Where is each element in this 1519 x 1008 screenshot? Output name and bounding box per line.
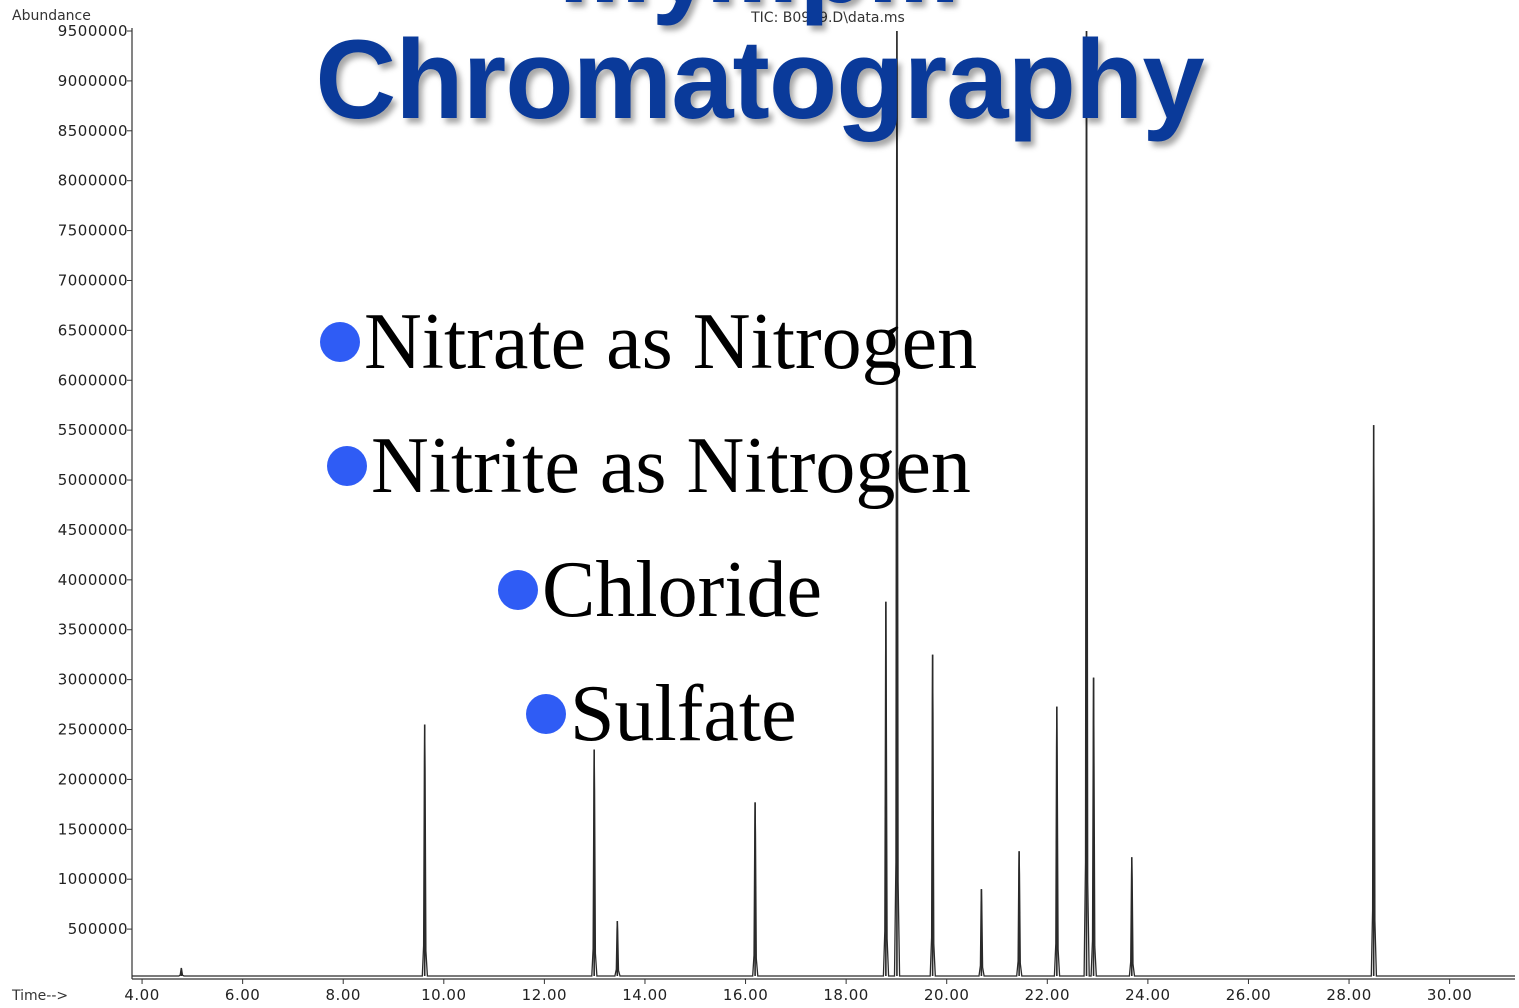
x-ticks: 4.00 6.00 8.00 10.00 12.00 14.00 16.00 18.00 20.…	[124, 979, 1472, 1004]
x-tick-label: 10.00	[421, 986, 466, 1004]
y-axis-label: Abundance	[12, 8, 91, 24]
x-tick-label: 16.00	[723, 986, 768, 1004]
y-tick-label: 6500000	[58, 321, 128, 339]
x-tick-label: 12.00	[522, 986, 567, 1004]
slide-title-fragment: ...y...p...	[0, 0, 1519, 20]
y-tick-label: 500000	[68, 920, 128, 938]
bullet-item: Nitrite as Nitrogen	[327, 426, 971, 506]
x-tick-label: 20.00	[924, 986, 969, 1004]
y-tick-label: 3500000	[58, 621, 128, 639]
x-tick-label: 30.00	[1427, 986, 1472, 1004]
bullet-text: Nitrate as Nitrogen	[364, 298, 978, 386]
x-tick-label: 24.00	[1125, 986, 1170, 1004]
y-tick-label: 2000000	[58, 770, 128, 788]
x-tick-label: 8.00	[326, 986, 361, 1004]
y-tick-label: 4500000	[58, 521, 128, 539]
bullet-text: Sulfate	[570, 670, 797, 758]
x-tick-label: 6.00	[225, 986, 260, 1004]
y-tick-label: 1500000	[58, 820, 128, 838]
y-tick-label: 5500000	[58, 421, 128, 439]
bullet-text: Nitrite as Nitrogen	[371, 422, 971, 510]
x-tick-label: 4.00	[124, 986, 159, 1004]
x-tick-label: 22.00	[1025, 986, 1070, 1004]
y-tick-label: 1000000	[58, 870, 128, 888]
bullet-item: Chloride	[498, 550, 822, 630]
y-tick-label: 5000000	[58, 471, 128, 489]
x-tick-label: 28.00	[1326, 986, 1371, 1004]
y-tick-label: 9000000	[58, 72, 128, 90]
bullet-dot-icon	[320, 321, 360, 362]
bullet-item: Nitrate as Nitrogen	[320, 302, 977, 382]
y-tick-label: 3000000	[58, 671, 128, 689]
bullet-dot-icon	[327, 445, 367, 486]
slide-title: Chromatography	[315, 17, 1204, 142]
x-tick-label: 14.00	[622, 986, 667, 1004]
y-tick-label: 2500000	[58, 721, 128, 739]
y-tick-label: 7500000	[58, 222, 128, 240]
y-ticks: 500000 1000000 1500000 2000000 2500000 300000…	[58, 22, 132, 938]
peak-marks	[180, 31, 1375, 977]
bullet-dot-icon	[498, 569, 538, 610]
x-tick-label: 18.00	[823, 986, 868, 1004]
y-tick-label: 4000000	[58, 571, 128, 589]
y-tick-label: 8500000	[58, 122, 128, 140]
y-tick-label: 9500000	[58, 22, 128, 40]
bullet-item: Sulfate	[526, 674, 797, 754]
bullet-text: Chloride	[542, 546, 822, 634]
bullet-dot-icon	[526, 693, 566, 734]
y-tick-label: 6000000	[58, 371, 128, 389]
y-tick-label: 8000000	[58, 172, 128, 190]
y-tick-label: 7000000	[58, 271, 128, 289]
chart-title: TIC: B0909.D\data.ms	[750, 10, 905, 26]
x-tick-label: 26.00	[1226, 986, 1271, 1004]
x-axis-label: Time-->	[11, 988, 68, 1004]
